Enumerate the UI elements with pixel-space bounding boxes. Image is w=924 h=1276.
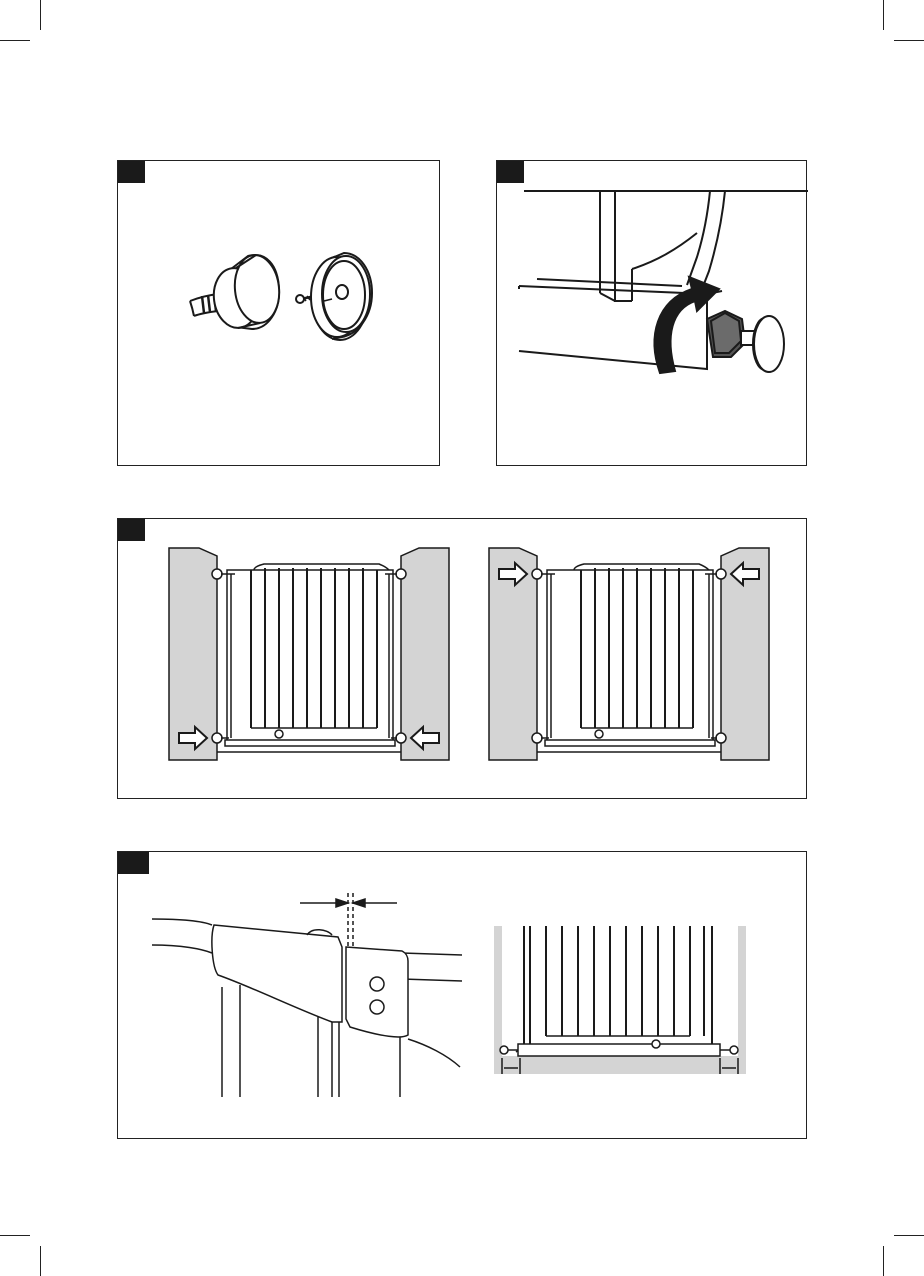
step-panel-check-gap	[117, 851, 807, 1139]
check-spindles-left-illustration	[169, 548, 449, 766]
crop-mark	[40, 1246, 41, 1276]
step-panel-tighten-knob	[496, 160, 807, 466]
step-badge	[118, 852, 149, 874]
gate-gap-illustration	[494, 926, 746, 1076]
step-panel-mounting-cups	[117, 160, 440, 466]
crop-mark	[40, 0, 41, 30]
tighten-knob-illustration	[497, 161, 808, 467]
step-badge	[118, 519, 145, 541]
crop-mark	[883, 0, 884, 30]
check-spindles-right-illustration	[489, 548, 769, 766]
latch-gap-illustration	[152, 887, 462, 1102]
step-panel-check-spindles	[117, 518, 807, 799]
mounting-cups-illustration	[118, 161, 441, 467]
crop-mark	[0, 40, 30, 41]
crop-mark	[0, 1235, 30, 1236]
crop-mark	[894, 1235, 924, 1236]
crop-mark	[883, 1246, 884, 1276]
crop-mark	[894, 40, 924, 41]
